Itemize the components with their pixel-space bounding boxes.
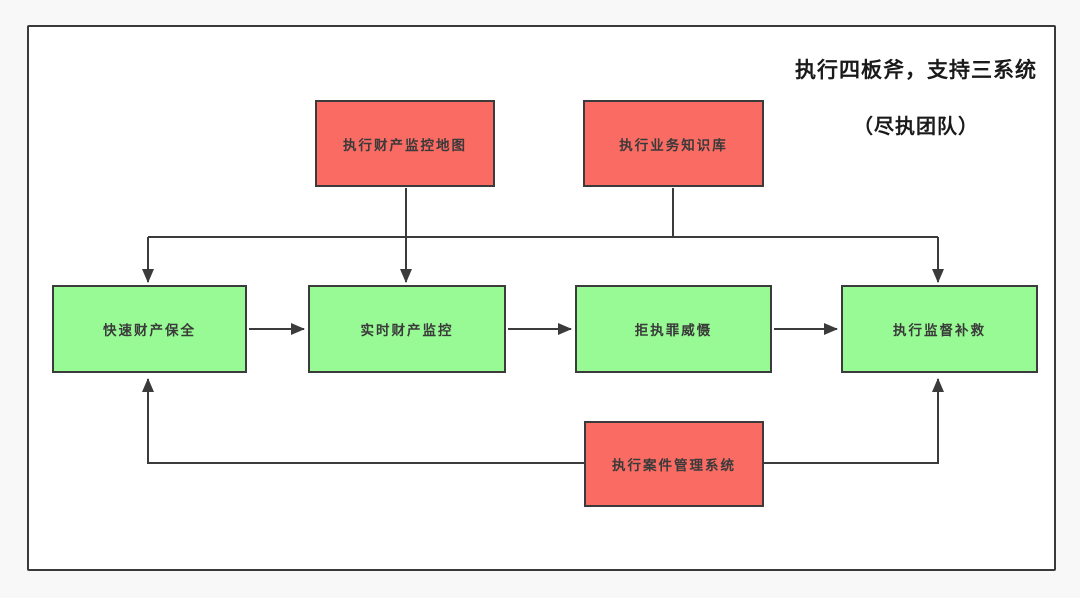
title-line-1: 执行四板斧，支持三系统 [795,58,1037,82]
node-label: 执行财产监控地图 [343,137,467,153]
node-label: 实时财产监控 [360,323,454,338]
node-case-management-system: 执行案件管理系统 [584,421,764,507]
diagram-title: 执行四板斧，支持三系统 （尽执团队） [788,54,1044,139]
node-execution-supervision-remedy: 执行监督补救 [841,285,1038,373]
node-realtime-property-monitoring: 实时财产监控 [308,285,506,373]
node-property-monitoring-map: 执行财产监控地图 [315,100,495,187]
node-refusal-crime-deterrence: 拒执罪威慑 [575,285,772,373]
node-label: 执行监督补救 [893,323,986,338]
node-label: 拒执罪威慑 [634,323,713,338]
node-label: 快速财产保全 [103,323,196,338]
title-line-2: （尽执团队） [853,116,979,138]
node-label: 执行案件管理系统 [612,458,736,473]
node-rapid-property-preservation: 快速财产保全 [52,285,247,373]
node-business-knowledge-base: 执行业务知识库 [583,100,764,187]
node-label: 执行业务知识库 [619,137,728,153]
